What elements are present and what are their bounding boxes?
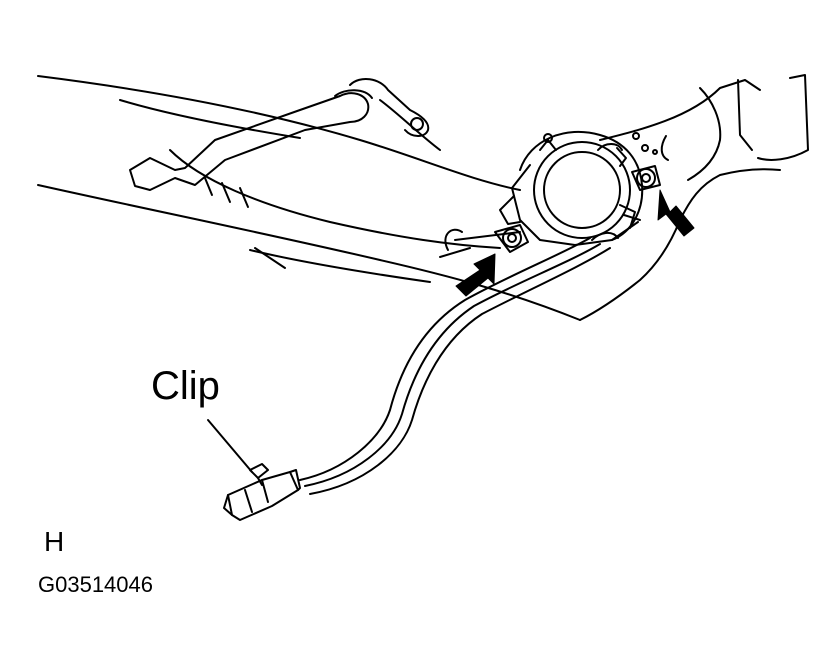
- harness-clip: [249, 463, 269, 486]
- connector: [223, 469, 301, 521]
- figure-code-label: G03514046: [38, 572, 153, 597]
- mounting-bolt-left: [494, 224, 529, 253]
- clip-leader-line: [207, 419, 253, 473]
- wire-harness: [299, 232, 619, 495]
- lever-arm: [129, 78, 441, 191]
- arrow-left-bolt: [455, 253, 496, 297]
- housing-right: [599, 74, 809, 221]
- mounting-bolt-right: [631, 165, 661, 191]
- sensor-body: [439, 130, 644, 258]
- view-marker-label: H: [44, 526, 65, 557]
- clip-callout-label: Clip: [151, 364, 220, 408]
- body-panel-lines: [37, 75, 681, 321]
- arrow-right-bolt: [657, 189, 695, 237]
